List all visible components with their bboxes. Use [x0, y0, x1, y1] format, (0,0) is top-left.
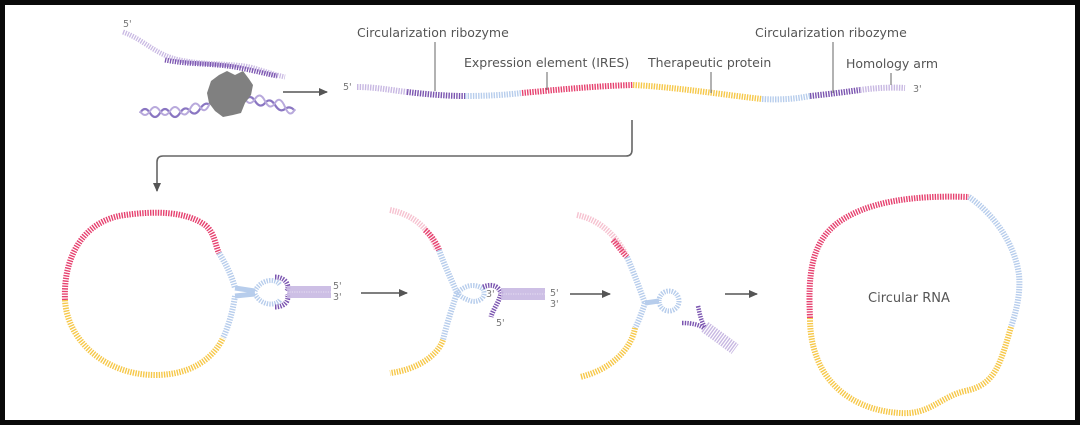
linear-construct: 5' 3' Circularization ribozyme Expressio…: [343, 25, 938, 103]
segment-spacer-1: [464, 90, 523, 99]
transcription-complex: 5': [122, 19, 296, 119]
release-loop: [656, 288, 682, 314]
cleavage-three-prime-right: 3': [550, 299, 559, 310]
cleavage-protein: [389, 338, 446, 376]
circ-ires-arc: [806, 193, 970, 319]
cleavage-loop: [455, 283, 487, 304]
precursor-three-prime: 3': [333, 292, 342, 303]
release-junction: [644, 298, 660, 306]
label-ires: Expression element (IRES): [464, 55, 629, 70]
release-ires: [610, 238, 630, 260]
precursor-spacer-bottom: [220, 295, 238, 340]
folded-precursor: 5' 3': [61, 209, 342, 379]
segment-homology-arm-3: [859, 84, 906, 93]
precursor-junction: [234, 285, 256, 299]
release-spacer: [624, 255, 649, 330]
circ-spacer-arc: [967, 194, 1023, 328]
release-step: [576, 212, 739, 380]
segment-homology-arm-5: [356, 84, 408, 95]
precursor-ires-arc: [61, 209, 222, 301]
nascent-rna-ribozyme: [164, 57, 278, 79]
release-protein: [579, 327, 638, 380]
dna-template-right: [244, 95, 296, 112]
precursor-protein-arc: [62, 299, 226, 379]
label-ribozyme-1: Circularization ribozyme: [357, 25, 509, 40]
label-therapeutic-protein: Therapeutic protein: [647, 55, 771, 70]
precursor-spacer-top: [216, 251, 238, 289]
rna-polymerase-icon: [207, 71, 253, 117]
five-prime-label-transcript: 5': [123, 19, 132, 30]
cleavage-three-prime: 3': [486, 289, 495, 300]
release-ribozyme-arm-2: [681, 320, 707, 331]
circular-rna: Circular RNA: [806, 193, 1023, 417]
segment-spacer-2: [761, 93, 811, 103]
dna-template-right-2: [244, 94, 296, 115]
five-prime-label-linear: 5': [343, 82, 352, 93]
release-ires-fade: [576, 212, 628, 255]
circ-protein-arc: [807, 317, 1014, 417]
cleavage-step: 3' 5' 5' 3': [389, 207, 559, 376]
circular-rna-label: Circular RNA: [868, 291, 950, 306]
release-homology-fragment: [701, 322, 739, 354]
label-homology-arm: Homology arm: [846, 56, 938, 71]
precursor-five-prime: 5': [333, 281, 342, 292]
cleavage-ires-fade: [389, 207, 440, 252]
segment-therapeutic-protein: [632, 82, 763, 102]
three-prime-label-linear: 3': [913, 84, 922, 95]
arrow-to-folding: [153, 120, 633, 192]
label-ribozyme-2: Circularization ribozyme: [755, 25, 907, 40]
cleavage-spacer: [436, 249, 461, 341]
cleavage-five-prime: 5': [550, 288, 559, 299]
diagram-canvas: 5' 5' 3' Circularization ribozyme Expres…: [61, 19, 1023, 417]
segment-ribozyme-5: [406, 89, 466, 99]
dna-template-left: [139, 102, 211, 119]
cleavage-ires: [422, 227, 442, 252]
cleavage-five-prime-lower: 5': [496, 318, 505, 329]
segment-ribozyme-3: [809, 87, 861, 99]
segment-ires: [521, 82, 634, 96]
dna-template-left-2: [139, 102, 211, 116]
precursor-loop: [252, 277, 283, 307]
